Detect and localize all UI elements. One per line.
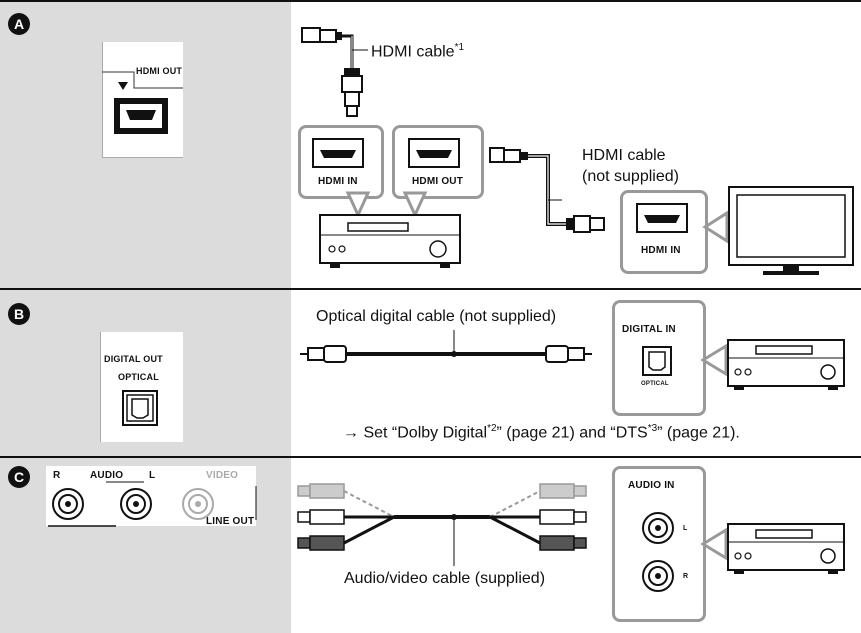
section-a: A HDMI OUT HDMI cable*1 xyxy=(0,0,861,288)
tv-icon xyxy=(702,186,854,275)
hdmi-cable-right xyxy=(489,147,605,233)
divider-a-b xyxy=(0,288,861,290)
section-b-badge: B xyxy=(8,303,30,325)
line-out-label: LINE OUT xyxy=(206,516,255,527)
settings-note-part1: Set “Dolby Digital xyxy=(363,424,488,442)
digital-in-label: DIGITAL IN xyxy=(622,324,676,335)
section-b: B DIGITAL OUT OPTICAL Optical digital ca… xyxy=(0,290,861,456)
hdmi-out-port-label: HDMI OUT xyxy=(136,66,183,76)
audio-r-label: R xyxy=(53,470,61,481)
tv-hdmi-in-port-icon xyxy=(636,203,688,233)
audio-l-label: L xyxy=(149,470,156,481)
settings-note-arrow: → xyxy=(343,424,359,442)
optical-cable-label: Optical digital cable (not supplied) xyxy=(316,308,557,325)
hdmi-cable-top xyxy=(301,27,368,117)
digital-in-optical-icon xyxy=(642,346,672,376)
hdmi-out-port-icon xyxy=(102,71,183,134)
rca-jacks-icon xyxy=(48,481,257,527)
video-label: VIDEO xyxy=(206,470,239,481)
audio-in-r-label: R xyxy=(683,573,689,580)
settings-note-sup1: *2 xyxy=(487,423,497,434)
digital-out-label: DIGITAL OUT xyxy=(104,354,163,364)
audio-video-cable xyxy=(297,483,587,566)
av-amplifier-icon xyxy=(319,191,461,268)
receiver-icon-c xyxy=(700,523,845,574)
digital-in-optical-small-label: OPTICAL xyxy=(641,381,669,387)
section-a-badge: A xyxy=(8,13,30,35)
settings-note: → Set “Dolby Digital*2” (page 21) and “D… xyxy=(343,423,740,442)
divider-top xyxy=(0,0,861,2)
divider-b-c xyxy=(0,456,861,458)
amp-hdmi-in-port-icon xyxy=(312,138,364,168)
section-c-badge: C xyxy=(8,466,30,488)
audio-in-jacks-icon xyxy=(642,512,674,592)
receiver-icon-b xyxy=(700,339,845,390)
optical-label: OPTICAL xyxy=(118,372,159,382)
settings-note-sup2: *3 xyxy=(647,423,658,434)
optical-cable xyxy=(300,330,592,363)
section-c: C R AUDIO L VIDEO LINE OUT xyxy=(0,458,861,633)
hdmi-cable-top-label: HDMI cable*1 xyxy=(371,42,464,61)
amp-hdmi-out-port-icon xyxy=(408,138,460,168)
optical-out-port-icon xyxy=(122,390,158,426)
hdmi-cable-right-label-line2: (not supplied) xyxy=(582,168,679,185)
tv-hdmi-in-label: HDMI IN xyxy=(641,245,681,256)
settings-note-part2: ” (page 21) and “DTS xyxy=(496,424,648,442)
av-cable-label: Audio/video cable (supplied) xyxy=(344,570,546,587)
audio-in-label: AUDIO IN xyxy=(628,480,675,491)
hdmi-cable-right-label-line1: HDMI cable xyxy=(582,147,666,164)
audio-in-l-label: L xyxy=(683,525,688,532)
amp-hdmi-in-label: HDMI IN xyxy=(318,176,358,187)
settings-note-part3: ” (page 21). xyxy=(657,424,740,442)
hdmi-cable-top-text: HDMI cable xyxy=(371,43,455,61)
hdmi-cable-top-footnote: *1 xyxy=(454,42,465,53)
audio-label: AUDIO xyxy=(90,470,124,481)
amp-hdmi-out-label: HDMI OUT xyxy=(412,176,464,187)
